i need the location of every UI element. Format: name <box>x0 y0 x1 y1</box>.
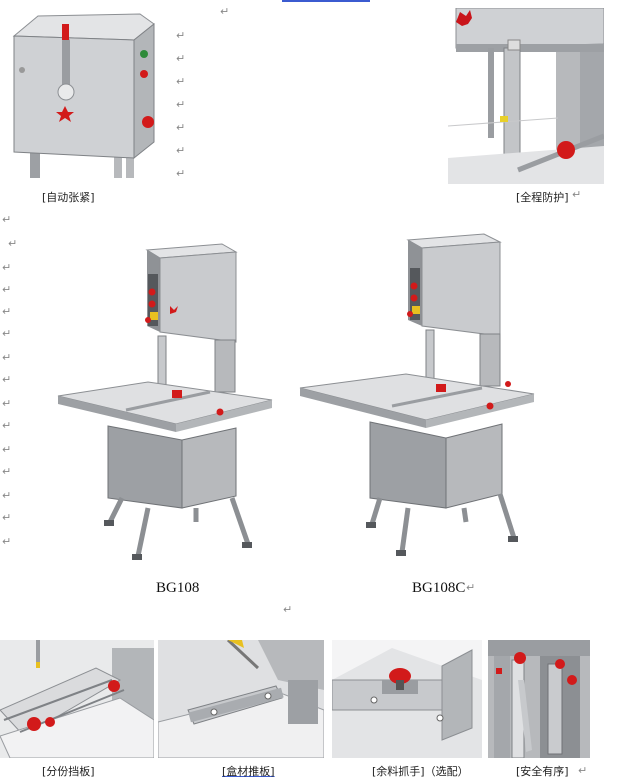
return-mark-icon: ↵ <box>2 261 12 274</box>
caption-feed-pusher: [盒材推板] <box>222 763 275 779</box>
machine-photo-bg108c <box>296 232 536 562</box>
return-mark-icon: ↵ <box>2 373 12 386</box>
return-mark-icon: ↵ <box>176 144 186 157</box>
return-mark-icon: ↵ <box>2 443 12 456</box>
caption-portion-stop: [分份挡板] <box>42 765 95 778</box>
return-mark-icon: ↵ <box>176 52 186 65</box>
caption-full-guard: [全程防护] <box>516 191 569 204</box>
return-mark-icon: ↵ <box>176 75 186 88</box>
return-mark-icon: ↵ <box>176 29 186 42</box>
caption-remnant-gripper: [余料抓手]（选配） <box>372 765 469 778</box>
feature-photo-full-guard <box>448 8 604 184</box>
return-mark-icon: ↵ <box>2 283 12 296</box>
return-mark-icon: ↵ <box>2 489 12 502</box>
selection-indicator <box>282 0 370 2</box>
return-mark-icon: ↵ <box>2 397 12 410</box>
feature-photo-safe-orderly <box>488 640 590 758</box>
feature-photo-feed-pusher <box>158 640 324 758</box>
return-mark-icon: ↵ <box>2 511 12 524</box>
return-mark-icon: ↵ <box>220 5 230 18</box>
return-mark-icon: ↵ <box>2 535 12 548</box>
return-mark-icon: ↵ <box>2 351 12 364</box>
return-mark-icon: ↵ <box>283 603 293 616</box>
feature-photo-portion-stop <box>0 640 154 758</box>
return-mark-icon: ↵ <box>2 419 12 432</box>
model-label-bg108c: BG108C <box>412 580 466 596</box>
return-mark-icon: ↵ <box>2 305 12 318</box>
return-mark-icon: ↵ <box>2 213 12 226</box>
caption-safe-orderly: [安全有序] <box>516 765 569 778</box>
return-mark-icon: ↵ <box>176 121 186 134</box>
return-mark-icon: ↵ <box>2 465 12 478</box>
return-mark-icon: ↵ <box>466 581 476 594</box>
return-mark-icon: ↵ <box>176 167 186 180</box>
caption-auto-tension: [自动张紧] <box>42 191 95 204</box>
model-label-bg108: BG108 <box>156 580 200 596</box>
return-mark-icon: ↵ <box>176 98 186 111</box>
return-mark-icon: ↵ <box>572 188 582 201</box>
machine-photo-bg108 <box>52 240 284 568</box>
caption-feed-pusher-text: [盒材推板] <box>222 765 275 778</box>
return-mark-icon: ↵ <box>2 327 12 340</box>
return-mark-icon: ↵ <box>8 237 18 250</box>
feature-photo-auto-tension <box>10 12 162 178</box>
feature-photo-remnant-gripper <box>332 640 482 758</box>
return-mark-icon: ↵ <box>578 764 588 777</box>
